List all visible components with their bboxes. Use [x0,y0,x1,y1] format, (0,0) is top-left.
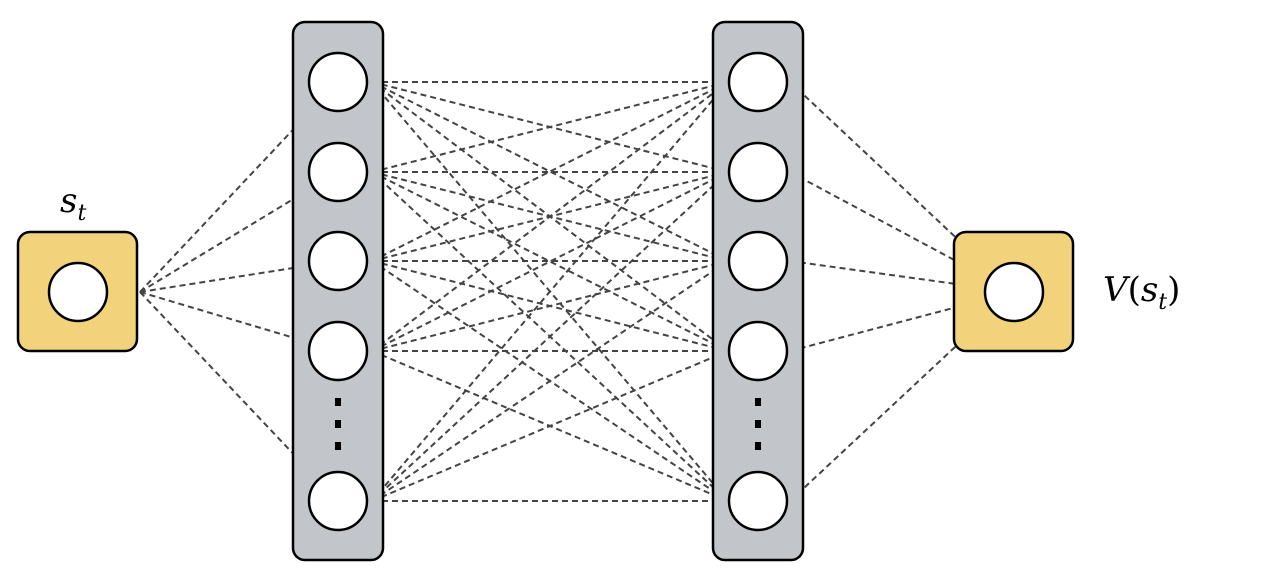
edge-hidden-1-to-hidden-2 [371,171,730,352]
edge-hidden-2-to-output [789,171,990,280]
hidden-2-node [727,320,789,382]
hidden-2-node [727,470,789,532]
edge-input-to-hidden-1 [139,186,315,293]
edge-hidden-1-to-hidden-2 [371,80,729,502]
hidden-1-ellipsis [335,398,341,450]
edge-hidden-1-to-hidden-2 [371,260,730,502]
edge-input-to-hidden-1 [139,291,320,481]
connection-edges [139,75,994,508]
edge-hidden-1-to-hidden-2 [371,81,730,262]
hidden-2-ellipsis [755,398,761,450]
input-box [16,230,139,353]
edge-hidden-1-to-hidden-2 [371,81,730,262]
edge-input-to-hidden-1 [139,260,311,293]
edge-hidden-1-to-hidden-2 [371,349,730,502]
output-label: V(st) [1103,270,1180,315]
input-label: st [60,181,86,226]
hidden-1-node [307,320,369,382]
hidden-1-node [307,230,369,292]
hidden-2-node [727,141,789,203]
input-node [47,261,109,323]
hidden-1-node [307,51,369,113]
edge-input-to-hidden-1 [139,102,320,293]
hidden-layer-2 [711,20,805,562]
hidden-layer-1 [291,20,385,562]
edge-hidden-1-to-hidden-2 [371,81,730,352]
hidden-2-node [727,51,789,113]
edge-hidden-1-to-hidden-2 [371,257,730,352]
hidden-2-node [727,230,789,292]
edge-hidden-2-to-output [789,295,988,352]
edge-hidden-2-to-output [789,260,987,294]
edge-hidden-1-to-hidden-2 [371,171,730,352]
hidden-1-node [307,141,369,203]
edge-hidden-1-to-hidden-2 [371,171,730,502]
edge-input-to-hidden-1 [139,291,312,346]
output-box [952,230,1075,353]
output-node [983,261,1045,323]
hidden-1-node [307,470,369,532]
edge-hidden-1-to-hidden-2 [371,78,730,173]
